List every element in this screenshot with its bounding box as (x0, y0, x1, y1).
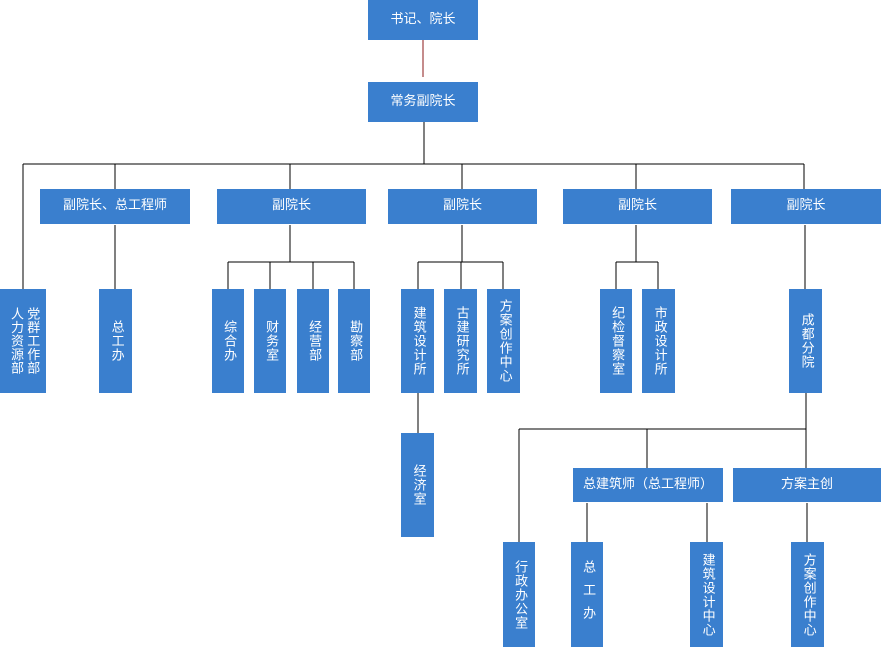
node-scheme-center: 方案创作中心 (487, 289, 520, 393)
node-label: 建筑设计中心 (699, 552, 715, 637)
node-vp-3: 副院长 (388, 189, 537, 224)
node-finance-office: 财务室 (254, 289, 286, 393)
node-secretary-president: 书记、院长 (368, 0, 478, 40)
node-label: 纪检督察室 (609, 306, 625, 376)
node-label: 勘察部 (347, 320, 363, 362)
node-ancient-architecture: 古建研究所 (444, 289, 477, 393)
node-label: 成都分院 (798, 313, 814, 369)
node-vp-5: 副院长 (731, 189, 881, 224)
node-chief-eng-office: 总工办 (99, 289, 132, 393)
node-party-hr: 党群工作部 人力资源部 (0, 289, 46, 393)
node-label: 综合办 (221, 320, 237, 362)
node-architecture-institute: 建筑设计所 (401, 289, 434, 393)
node-discipline-office: 纪检督察室 (600, 289, 632, 393)
node-economics-office: 经济室 (401, 433, 434, 537)
node-label: 方案创作中心 (496, 299, 512, 383)
node-label: 副院长 (617, 198, 657, 214)
node-general-office: 综合办 (212, 289, 244, 393)
node-chengdu-branch: 成都分院 (789, 289, 822, 393)
node-label: 财务室 (263, 320, 279, 362)
node-label: 经营部 (306, 320, 322, 362)
node-branch-architecture-institute: 建筑设计中心 (690, 542, 723, 647)
node-executive-vp: 常务副院长 (368, 82, 478, 122)
node-municipal-institute: 市政设计所 (642, 289, 675, 393)
node-label: 副院长 (442, 198, 482, 214)
node-vp-chief-engineer: 副院长、总工程师 (40, 189, 190, 224)
node-branch-scheme-center: 方案创作中心 (791, 542, 824, 647)
node-survey-dept: 勘察部 (338, 289, 370, 393)
node-label: 副院长 (271, 198, 311, 214)
node-vp-2: 副院长 (217, 189, 366, 224)
node-label: 总建筑师（总工程师） (582, 476, 713, 492)
node-business-dept: 经营部 (297, 289, 329, 393)
node-label: 方案创作中心 (800, 552, 816, 637)
node-branch-chief-eng-office: 总工办 (571, 542, 603, 647)
node-label: 副院长 (786, 198, 826, 214)
node-chief-architect: 总建筑师（总工程师） (573, 468, 723, 502)
node-label: 行政办公室 (512, 559, 528, 630)
node-label: 市政设计所 (651, 306, 667, 376)
node-label: 总工办 (108, 320, 124, 362)
node-label: 副院长、总工程师 (62, 198, 167, 214)
node-label: 方案主创 (780, 476, 833, 492)
node-label: 总工办 (580, 560, 596, 629)
node-label: 古建研究所 (453, 306, 469, 376)
node-label: 经济室 (410, 464, 426, 506)
node-label: 建筑设计所 (410, 306, 426, 376)
node-label: 书记、院长 (390, 11, 456, 27)
node-scheme-lead: 方案主创 (733, 468, 881, 502)
node-vp-4: 副院长 (563, 189, 712, 224)
node-label: 党群工作部 人力资源部 (8, 307, 40, 375)
node-label: 常务副院长 (390, 93, 456, 109)
node-admin-office: 行政办公室 (503, 542, 535, 647)
